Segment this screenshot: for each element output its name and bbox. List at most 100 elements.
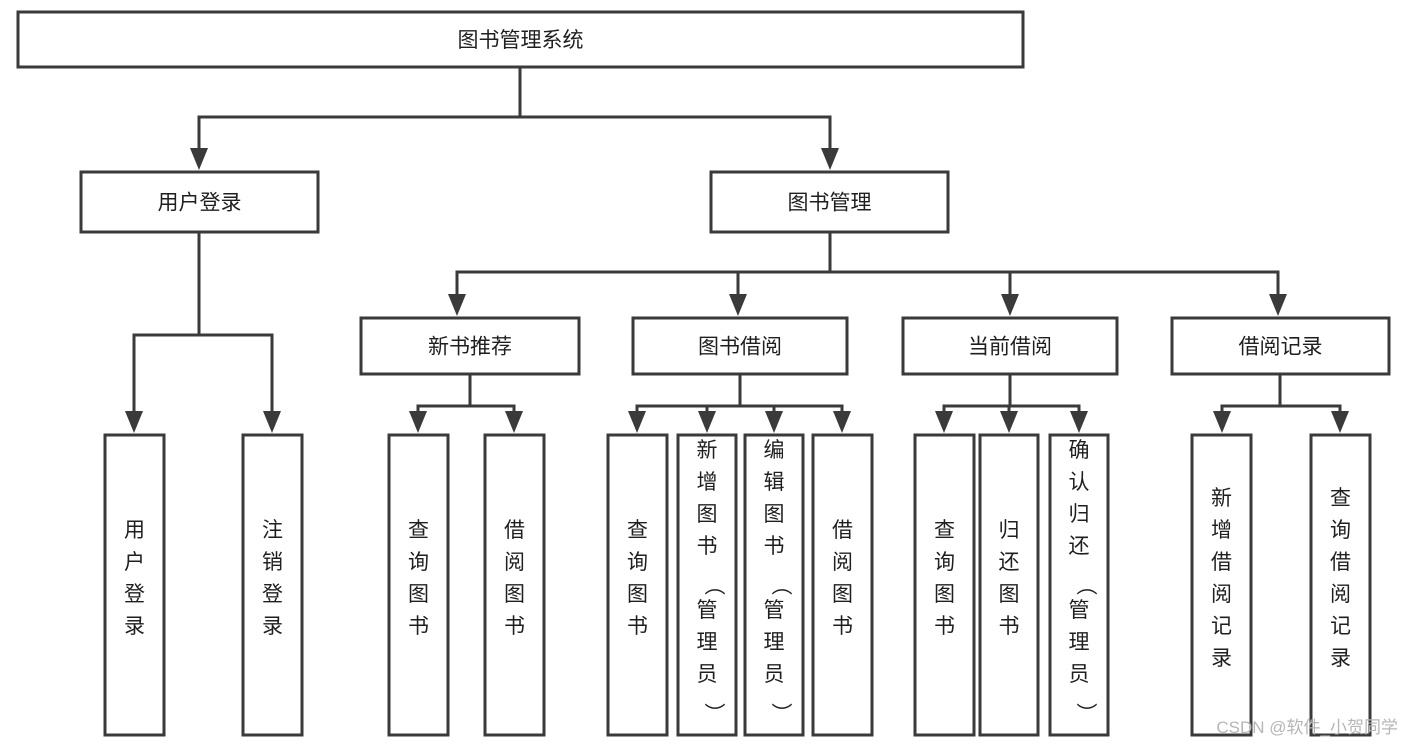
node-label-char: 借 bbox=[504, 519, 525, 542]
node-box[interactable] bbox=[978, 433, 1040, 737]
node-label-char: 员 bbox=[1069, 663, 1090, 686]
node-box[interactable] bbox=[359, 316, 581, 376]
node-book-borrow[interactable]: 图书借阅 bbox=[631, 316, 849, 376]
arrow-head-icon bbox=[729, 294, 747, 316]
node-box[interactable] bbox=[631, 316, 849, 376]
node-label-char: 管 bbox=[764, 599, 785, 622]
node-label-char: 录 bbox=[262, 615, 283, 638]
arrow-head-icon bbox=[409, 411, 427, 433]
arrow-head-icon bbox=[1000, 411, 1018, 433]
node-root[interactable]: 图书管理系统 bbox=[16, 10, 1025, 69]
node-label-char: 记 bbox=[1330, 615, 1351, 638]
node-label-char: 阅 bbox=[832, 551, 853, 574]
node-label-char: 查 bbox=[934, 519, 955, 542]
node-label-char: 增 bbox=[1211, 519, 1232, 542]
node-label-char: 借 bbox=[1211, 551, 1232, 574]
node-label-char: 认 bbox=[1069, 471, 1090, 494]
node-new-book-recommend[interactable]: 新书推荐 bbox=[359, 316, 581, 376]
connector-current-borrow-to-leaves bbox=[935, 372, 1088, 433]
node-label: 图书管理系统 bbox=[458, 29, 584, 52]
node-box[interactable] bbox=[1190, 433, 1253, 737]
node-box[interactable] bbox=[913, 433, 976, 737]
connector-user-login-to-leaves bbox=[125, 230, 281, 433]
node-box[interactable] bbox=[241, 433, 304, 737]
node-label-char: 归 bbox=[999, 519, 1020, 542]
node-box[interactable] bbox=[16, 10, 1025, 69]
arrow-head-icon bbox=[833, 411, 851, 433]
node-box[interactable] bbox=[606, 433, 669, 737]
node-label-char: ） bbox=[702, 703, 725, 724]
node-label-char: 书 bbox=[408, 615, 429, 638]
node-label-char: 询 bbox=[627, 551, 648, 574]
node-label-char: 销 bbox=[262, 551, 283, 574]
node-label-char: 录 bbox=[124, 615, 145, 638]
node-label-char: 注 bbox=[262, 519, 283, 542]
node-label-char: ） bbox=[769, 703, 792, 724]
node-box[interactable] bbox=[103, 433, 166, 737]
node-label-char: 确 bbox=[1069, 439, 1090, 462]
node-label-char: 辑 bbox=[764, 471, 785, 494]
node-box[interactable] bbox=[483, 433, 546, 737]
node-label-char: （ bbox=[769, 575, 792, 596]
node-label-char: 书 bbox=[934, 615, 955, 638]
node-label-char: 编 bbox=[764, 439, 785, 462]
node-book-management[interactable]: 图书管理 bbox=[709, 170, 950, 234]
node-label-char: 查 bbox=[1330, 487, 1351, 510]
node-label-char: （ bbox=[1074, 575, 1097, 596]
node-box[interactable] bbox=[1309, 433, 1372, 737]
arrow-head-icon bbox=[935, 411, 953, 433]
node-label-char: 理 bbox=[764, 631, 785, 654]
node-box[interactable] bbox=[743, 433, 805, 737]
node-user-login[interactable]: 用户登录 bbox=[79, 170, 320, 234]
node-box[interactable] bbox=[387, 433, 450, 737]
node-box[interactable] bbox=[709, 170, 950, 234]
connector-borrow-record-to-leaves bbox=[1213, 372, 1349, 433]
node-current-borrow[interactable]: 当前借阅 bbox=[901, 316, 1119, 376]
node-label-char: 借 bbox=[832, 519, 853, 542]
node-label-char: 理 bbox=[1069, 631, 1090, 654]
node-label-char: 阅 bbox=[1330, 583, 1351, 606]
node-box[interactable] bbox=[676, 433, 738, 737]
arrow-head-icon bbox=[505, 411, 523, 433]
arrow-head-icon bbox=[821, 148, 839, 170]
arrow-head-icon bbox=[263, 411, 281, 433]
node-label-char: 还 bbox=[999, 551, 1020, 574]
node-label-char: 登 bbox=[124, 583, 145, 606]
arrow-head-icon bbox=[1213, 411, 1231, 433]
node-label-char: 理 bbox=[697, 631, 718, 654]
node-leaf-user-login[interactable]: 用户登录 bbox=[103, 433, 166, 737]
arrow-head-icon bbox=[190, 148, 208, 170]
node-label: 借阅记录 bbox=[1239, 336, 1323, 359]
node-label-char: 录 bbox=[1211, 647, 1232, 670]
node-label-char: 新 bbox=[1211, 487, 1232, 510]
node-box[interactable] bbox=[1170, 316, 1391, 376]
arrow-head-icon bbox=[1001, 294, 1019, 316]
node-box[interactable] bbox=[901, 316, 1119, 376]
node-box[interactable] bbox=[79, 170, 320, 234]
arrow-head-icon bbox=[765, 411, 783, 433]
node-box[interactable] bbox=[811, 433, 874, 737]
node-label-char: 登 bbox=[262, 583, 283, 606]
node-label-char: 书 bbox=[697, 535, 718, 558]
node-borrow-record[interactable]: 借阅记录 bbox=[1170, 316, 1391, 376]
node-label-char: 书 bbox=[504, 615, 525, 638]
connector-new-book-recommend-to-leaves bbox=[409, 372, 523, 433]
arrow-head-icon bbox=[1269, 294, 1287, 316]
node-box[interactable] bbox=[1048, 433, 1110, 737]
node-label-char: 书 bbox=[832, 615, 853, 638]
arrow-head-icon bbox=[125, 411, 143, 433]
